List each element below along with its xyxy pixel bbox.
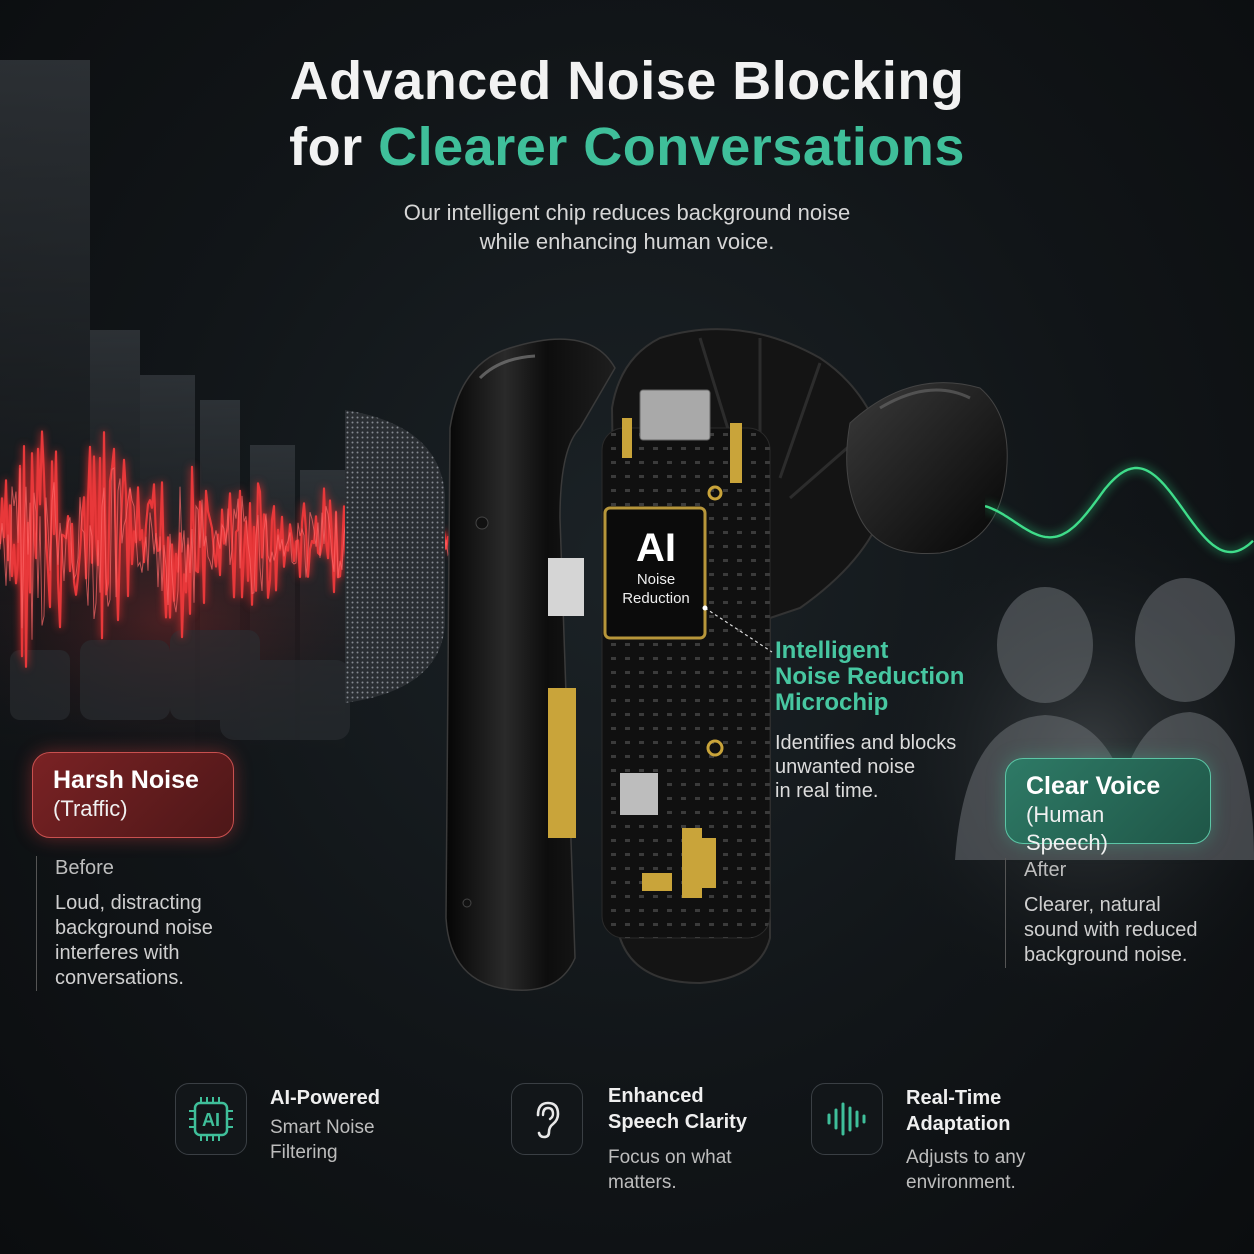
after-desc-3: background noise. <box>1024 944 1188 966</box>
clear-voice-subtitle: (Human Speech) <box>1026 802 1108 855</box>
microchip-title-2: Noise Reduction <box>775 663 965 690</box>
clear-voice-title: Clear Voice <box>1026 772 1161 800</box>
ai-icon-text: AI <box>202 1110 220 1130</box>
microchip-title: Intelligent Noise Reduction Microchip <box>775 638 964 716</box>
feature-ai-desc-2: Filtering <box>270 1142 338 1163</box>
ai-chip-big: AI <box>636 526 676 570</box>
earbud-illustration <box>445 328 1008 991</box>
subtitle-line2: while enhancing human voice. <box>479 229 775 254</box>
feature-realtime-title-1: Real-Time <box>906 1087 1002 1109</box>
feature-ai-powered: AI AI-Powered Smart Noise Filtering <box>175 1083 380 1165</box>
harsh-noise-subtitle: (Traffic) <box>53 796 128 821</box>
feature-speech-desc: Focus on what matters. <box>608 1145 747 1195</box>
feature-speech-clarity: Enhanced Speech Clarity Focus on what ma… <box>511 1083 747 1195</box>
page-subtitle: Our intelligent chip reduces background … <box>0 198 1254 256</box>
clear-voice-badge: Clear Voice (Human Speech) <box>1005 758 1211 855</box>
after-tag: After <box>1024 859 1067 881</box>
before-desc-4: conversations. <box>55 967 184 989</box>
ai-chip-icon: AI <box>175 1083 247 1155</box>
harsh-noise-badge: Harsh Noise (Traffic) <box>32 752 234 838</box>
microchip-description: Identifies and blocks unwanted noise in … <box>775 731 956 803</box>
page-title: Advanced Noise Blocking for Clearer Conv… <box>0 48 1254 180</box>
ear-icon <box>511 1083 583 1155</box>
feature-realtime-title: Real-Time Adaptation <box>906 1085 1025 1137</box>
microchip-desc-1: Identifies and blocks <box>775 732 957 754</box>
microchip-title-1: Intelligent <box>775 637 889 664</box>
before-note: Before Loud, distracting background nois… <box>36 856 255 991</box>
before-desc-1: Loud, distracting <box>55 892 202 914</box>
sound-wave-icon <box>811 1083 883 1155</box>
feature-realtime-desc: Adjusts to any environment. <box>906 1145 1025 1195</box>
feature-speech-title-1: Enhanced <box>608 1085 704 1107</box>
traffic-cars <box>10 630 350 740</box>
ai-chip-label: AI Noise Reduction <box>607 526 705 608</box>
title-line2-accent: Clearer Conversations <box>378 117 965 177</box>
subtitle-line1: Our intelligent chip reduces background … <box>403 200 851 225</box>
before-tag: Before <box>55 857 114 879</box>
microchip-title-3: Microchip <box>775 689 889 716</box>
microchip-desc-2: unwanted noise <box>775 756 916 778</box>
ai-chip-line2: Reduction <box>622 590 690 607</box>
before-desc-2: background noise <box>55 917 213 939</box>
title-line1: Advanced Noise Blocking <box>289 51 965 111</box>
feature-ai-desc: Smart Noise Filtering <box>270 1115 380 1165</box>
feature-realtime-title-2: Adaptation <box>906 1113 1011 1135</box>
mesh-panel <box>345 410 445 703</box>
feature-speech-title-2: Speech Clarity <box>608 1111 747 1133</box>
before-desc-3: interferes with <box>55 942 180 964</box>
title-line2: for Clearer Conversations <box>0 114 1254 180</box>
feature-realtime-desc-2: environment. <box>906 1172 1016 1193</box>
feature-speech-desc-2: matters. <box>608 1172 677 1193</box>
harsh-noise-title: Harsh Noise <box>53 766 199 794</box>
voice-waveform <box>985 466 1254 554</box>
feature-ai-title: AI-Powered <box>270 1087 381 1109</box>
feature-speech-desc-1: Focus on what <box>608 1147 732 1168</box>
after-desc-1: Clearer, natural <box>1024 894 1161 916</box>
feature-realtime-desc-1: Adjusts to any <box>906 1147 1026 1168</box>
feature-real-time: Real-Time Adaptation Adjusts to any envi… <box>811 1083 1025 1195</box>
after-desc-2: sound with reduced <box>1024 919 1198 941</box>
ai-chip <box>603 506 707 640</box>
ai-chip-line1: Noise <box>636 571 676 588</box>
title-line2-prefix: for <box>289 117 379 177</box>
chip-connector-line <box>702 605 773 653</box>
after-note: After Clearer, natural sound with reduce… <box>1005 858 1244 968</box>
feature-ai-desc-1: Smart Noise <box>270 1117 375 1138</box>
feature-speech-title: Enhanced Speech Clarity <box>608 1083 747 1135</box>
microchip-desc-3: in real time. <box>775 780 879 802</box>
